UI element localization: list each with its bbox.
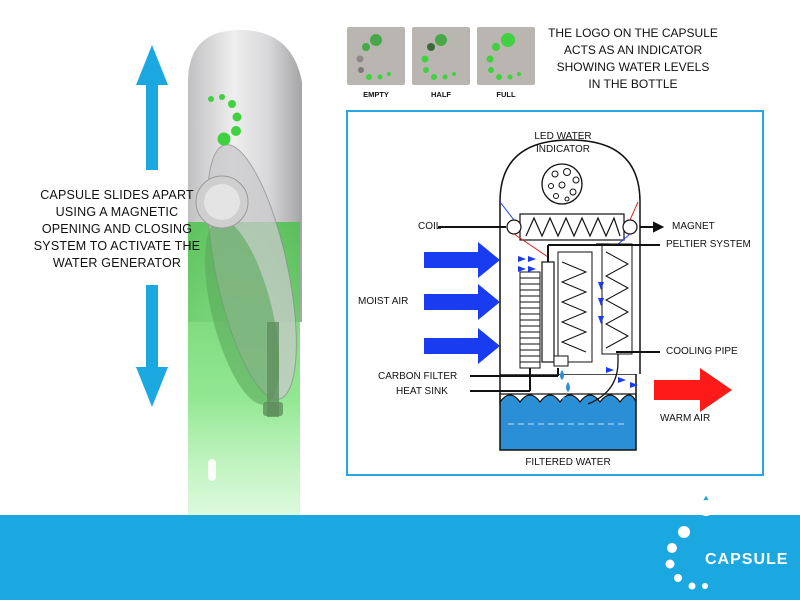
water-tank (500, 394, 636, 450)
logo-indicator-icon (486, 33, 521, 80)
carbon-filter-label: CARBON FILTER (378, 371, 458, 382)
capsule-bottle-illustration (188, 30, 302, 517)
caption-line: OPENING AND CLOSING (41, 222, 193, 236)
heat-sink-label: HEAT SINK (396, 386, 448, 397)
warm-air-arrow-icon (654, 368, 732, 412)
level-full: FULL (477, 27, 535, 99)
level-label: EMPTY (363, 90, 389, 99)
level-half: HALF (412, 27, 470, 99)
water-generator-diagram: LED WATER INDICATOR COIL MAGNET PELTIER … (346, 110, 764, 476)
brand-name: CAPSULE (705, 551, 789, 568)
led-label: LED WATER INDICATOR (518, 130, 608, 156)
level-thumbnails: EMPTY HALF (347, 27, 537, 107)
up-arrow-icon (136, 45, 168, 170)
capsule-logo-icon (665, 492, 714, 590)
led-label-line: LED WATER (534, 131, 592, 142)
level-thumb-image (412, 27, 470, 85)
slide-arrows (136, 45, 168, 407)
caption-line: CAPSULE SLIDES APART (40, 188, 194, 202)
caption-line: SHOWING WATER LEVELS (556, 60, 710, 74)
moist-air-arrow-icon (424, 242, 500, 278)
moist-air-arrows (424, 242, 500, 364)
level-label: FULL (496, 90, 516, 99)
peltier-label: PELTIER SYSTEM (666, 239, 751, 250)
caption-line: SYSTEM TO ACTIVATE THE (33, 239, 201, 253)
down-arrow-icon (136, 285, 168, 407)
moist-air-label: MOIST AIR (358, 296, 409, 307)
footer-band (0, 515, 800, 600)
diagram-drawing (424, 139, 732, 451)
logo-indicator-caption: THE LOGO ON THE CAPSULE ACTS AS AN INDIC… (538, 25, 728, 93)
level-label: HALF (431, 90, 451, 99)
coil-label: COIL (418, 221, 442, 232)
capsule-slide-caption: CAPSULE SLIDES APART USING A MAGNETIC OP… (22, 187, 212, 272)
moist-air-arrow-icon (424, 328, 500, 364)
filtered-water-label: FILTERED WATER (525, 457, 611, 468)
caption-line: IN THE BOTTLE (588, 77, 678, 91)
led-label-line: INDICATOR (535, 144, 591, 155)
caption-line: THE LOGO ON THE CAPSULE (548, 26, 718, 40)
cooling-pipe-label: COOLING PIPE (666, 346, 738, 357)
caption-line: WATER GENERATOR (52, 256, 182, 270)
moist-air-arrow-icon (424, 284, 500, 320)
logo-indicator-icon (421, 34, 456, 80)
logo-indicator-icon (356, 34, 391, 80)
warm-air-label: WARM AIR (660, 413, 711, 424)
caption-line: USING A MAGNETIC (55, 205, 179, 219)
level-empty: EMPTY (347, 27, 405, 99)
level-thumb-image (347, 27, 405, 85)
magnet-label: MAGNET (672, 221, 715, 232)
caption-line: ACTS AS AN INDICATOR (563, 43, 703, 57)
level-thumb-image (477, 27, 535, 85)
